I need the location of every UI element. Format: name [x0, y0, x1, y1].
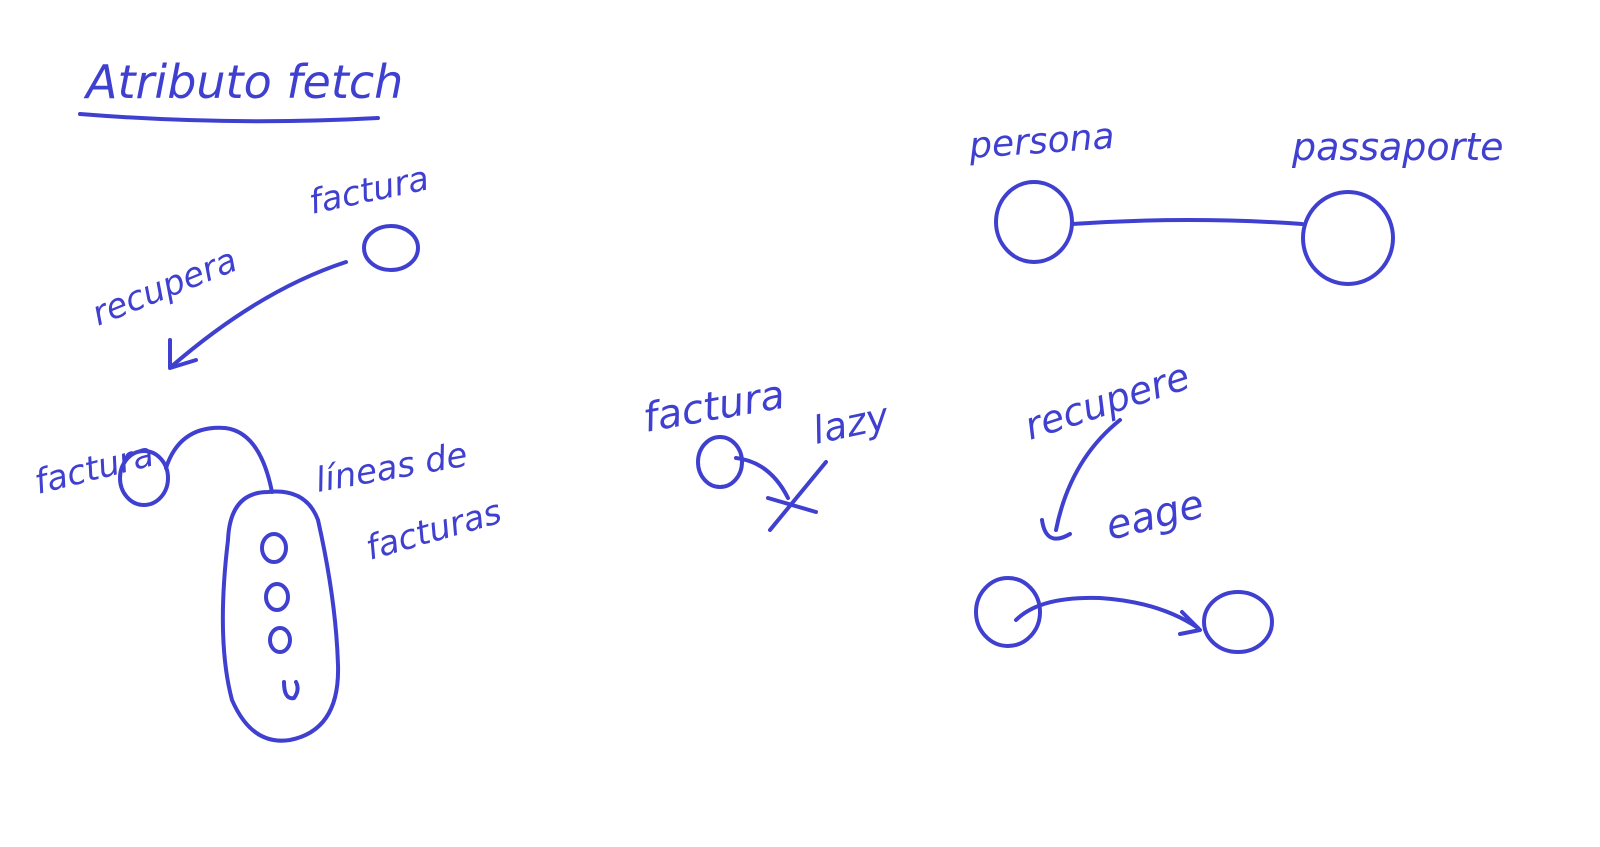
label-eager: eage — [1101, 481, 1208, 550]
lazy-link — [734, 456, 790, 500]
arrow-eager-head — [1178, 610, 1202, 636]
arrow-recupera-head — [168, 338, 198, 370]
node-linea-3 — [268, 626, 292, 654]
label-factura-top: factura — [306, 158, 433, 222]
node-eager-source — [974, 576, 1042, 648]
lazy-cross-icon — [766, 460, 828, 532]
link-persona-pasaporte — [1070, 218, 1304, 226]
node-linea-1 — [260, 532, 288, 564]
node-factura-left — [118, 449, 170, 507]
node-factura-top — [362, 224, 420, 272]
diagram-title: Atributo fetch — [83, 55, 403, 109]
label-facturas: facturas — [361, 492, 506, 569]
node-eager-target — [1202, 590, 1274, 654]
node-linea-2 — [264, 582, 290, 612]
link-factura-lineas — [164, 425, 274, 494]
label-persona: persona — [967, 116, 1116, 167]
label-lineas-de: líneas de — [313, 435, 471, 501]
label-pasaporte: passaporte — [1291, 125, 1504, 169]
label-recupera-right: recupere — [1019, 354, 1195, 449]
label-lazy: lazy — [809, 394, 893, 453]
node-pasaporte — [1301, 190, 1395, 286]
label-recupera: recupera — [86, 240, 242, 334]
node-factura-mid — [696, 435, 744, 489]
arrow-eager — [1014, 595, 1200, 630]
container-lineas — [220, 489, 341, 743]
label-factura-left: factura — [31, 435, 158, 503]
node-linea-4 — [282, 680, 300, 701]
node-persona — [994, 180, 1074, 264]
title-underline — [78, 112, 380, 124]
label-factura-mid: factura — [640, 372, 788, 442]
arrow-recupera-right-head — [1040, 518, 1072, 541]
arrow-recupera-right — [1054, 418, 1122, 532]
arrow-recupera — [170, 260, 348, 368]
